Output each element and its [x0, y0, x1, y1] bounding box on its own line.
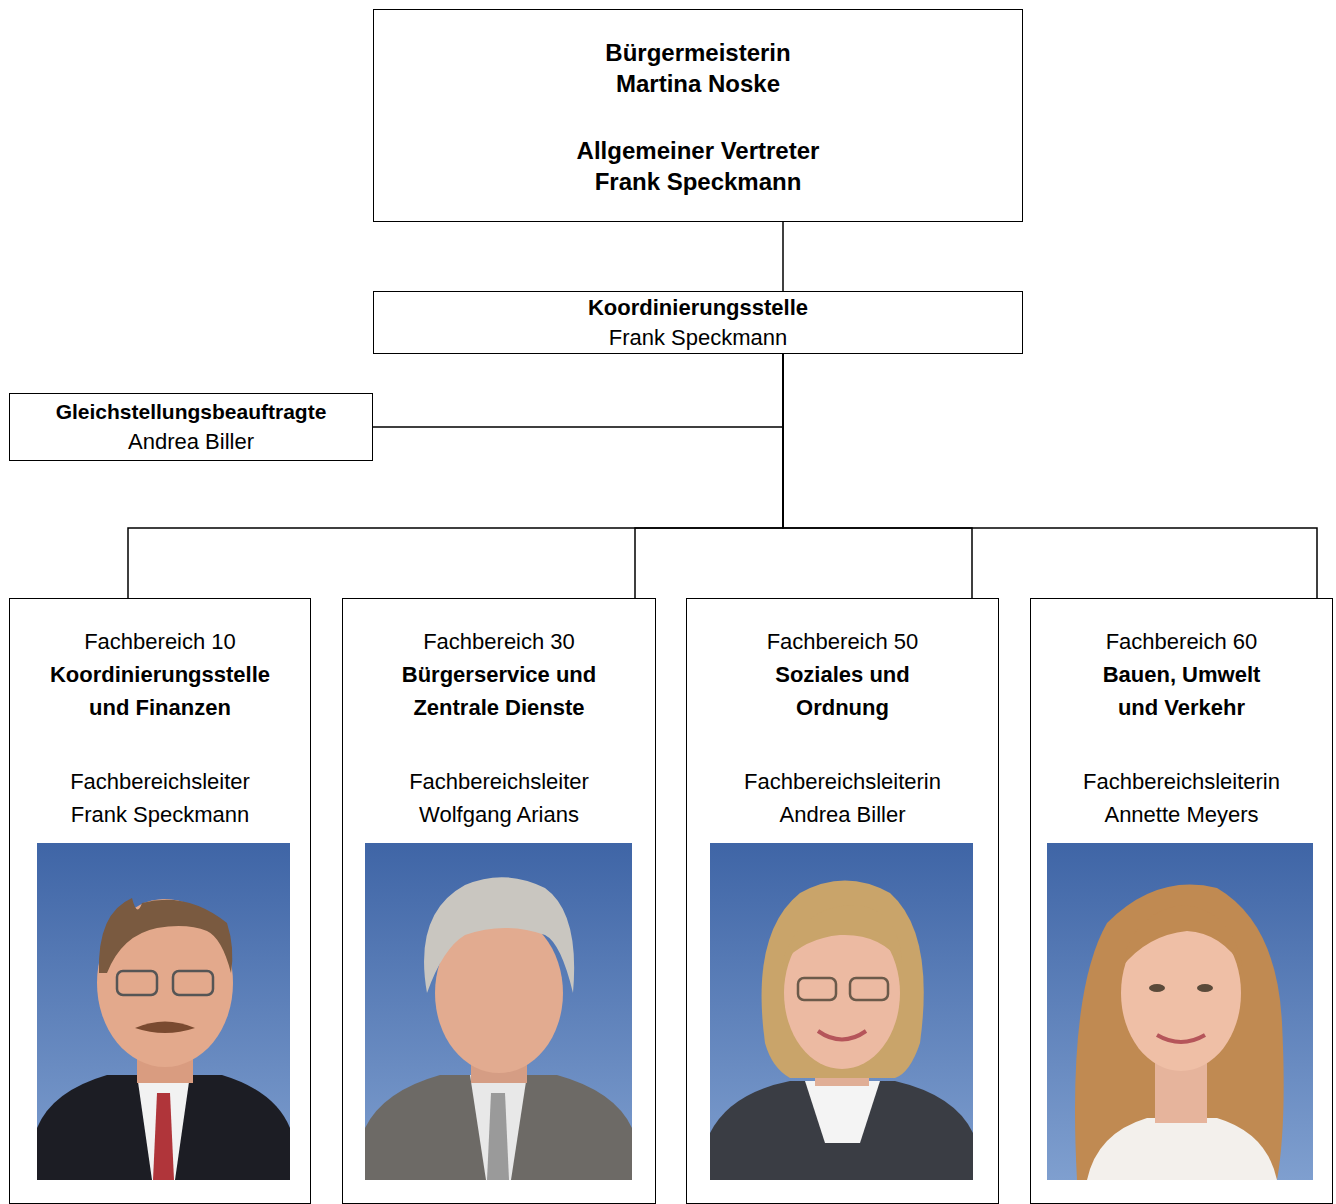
hair	[762, 881, 924, 1079]
node-text: Fachbereichsleiter Wolfgang Arians	[387, 765, 612, 831]
collar	[805, 1081, 880, 1143]
portrait-photo	[37, 843, 290, 1180]
equality-box: GleichstellungsbeauftragteAndrea Biller	[9, 393, 373, 461]
node-text: Frank Speckmann	[609, 323, 788, 353]
org-connector	[783, 354, 972, 598]
node-heading: Bürgermeisterin Martina Noske	[583, 37, 813, 99]
coordination-box: KoordinierungsstelleFrank Speckmann	[373, 291, 1023, 354]
node-text: Fachbereich 60	[1106, 625, 1258, 658]
jacket	[365, 1075, 632, 1180]
org-connector	[373, 354, 783, 427]
org-connector	[782, 222, 784, 291]
smile	[1157, 1035, 1205, 1042]
node-text: Andrea Biller	[128, 427, 254, 457]
node-heading: Koordinierungsstelle	[588, 293, 808, 323]
head	[97, 899, 233, 1067]
department-box: Fachbereich 60Bauen, Umwelt und VerkehrF…	[1030, 598, 1333, 1204]
org-connector	[783, 354, 1317, 598]
hair	[424, 877, 574, 993]
portrait-photo	[365, 843, 632, 1180]
blouse	[1087, 1118, 1277, 1180]
photo-background	[37, 843, 290, 1180]
hair	[99, 898, 232, 973]
hair	[1075, 885, 1284, 1180]
photo-background	[1047, 843, 1313, 1180]
node-heading: Bauen, Umwelt und Verkehr	[1087, 658, 1277, 724]
node-text: Fachbereich 10	[84, 625, 236, 658]
org-connector	[635, 354, 783, 598]
node-heading: Soziales und Ordnung	[758, 658, 928, 724]
fringe	[1121, 905, 1243, 968]
node-text: Fachbereichsleiter Frank Speckmann	[48, 765, 273, 831]
portrait-photo	[710, 843, 973, 1180]
cardigan	[710, 1081, 973, 1180]
node-heading: Gleichstellungsbeauftragte	[56, 397, 327, 427]
shirt	[470, 1075, 527, 1180]
node-text: Fachbereichsleiterin Annette Meyers	[1069, 765, 1294, 831]
moustache	[135, 1022, 195, 1034]
glasses	[850, 978, 888, 1000]
node-text: Fachbereich 30	[423, 625, 575, 658]
suit	[37, 1075, 290, 1180]
org-connector	[128, 354, 783, 598]
node-heading: Koordinierungsstelle und Finanzen	[40, 658, 280, 724]
fringe	[782, 905, 902, 963]
node-text: Fachbereich 50	[767, 625, 919, 658]
shirt	[137, 1075, 190, 1180]
photo-background	[710, 843, 973, 1180]
tie	[153, 1093, 174, 1180]
department-box: Fachbereich 10Koordinierungsstelle und F…	[9, 598, 311, 1204]
department-box: Fachbereich 30Bürgerservice und Zentrale…	[342, 598, 656, 1204]
eye	[1197, 984, 1213, 992]
node-heading: Bürgerservice und Zentrale Dienste	[374, 658, 624, 724]
eye	[1149, 984, 1165, 992]
smile	[818, 1031, 866, 1040]
glasses	[173, 971, 213, 995]
department-box: Fachbereich 50Soziales und OrdnungFachbe…	[686, 598, 999, 1204]
tie	[487, 1093, 509, 1180]
portrait-photo	[1047, 843, 1313, 1180]
glasses	[117, 971, 157, 995]
node-heading: Allgemeiner Vertreter Frank Speckmann	[543, 135, 853, 197]
head-box: Bürgermeisterin Martina NoskeAllgemeiner…	[373, 9, 1023, 222]
node-text: Fachbereichsleiterin Andrea Biller	[730, 765, 955, 831]
glasses	[798, 978, 836, 1000]
photo-background	[365, 843, 632, 1180]
